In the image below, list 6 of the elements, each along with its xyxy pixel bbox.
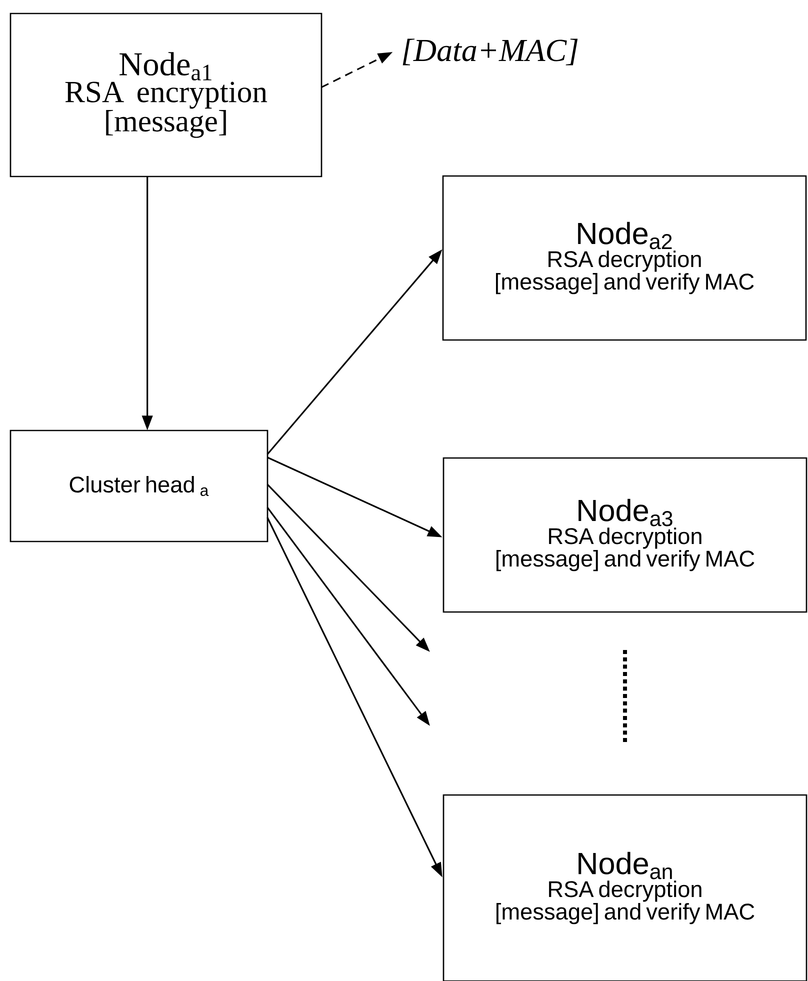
process-box: Node$_{a2}$ RSA decryption [message] and verify MAC xyxy=(442,175,807,341)
process-box: Cluster head $_{a}$ xyxy=(10,430,268,542)
process-box: Node$_{an}$ RSA decryption [message] and verify MAC xyxy=(442,794,808,981)
process-box: Node$_{a3}$ RSA decryption [message] and verify MAC xyxy=(442,457,808,613)
output-label: [Data+MAC] xyxy=(402,38,578,66)
process-box: Node$_{a1}$ RSA encryption [message] xyxy=(10,12,322,178)
